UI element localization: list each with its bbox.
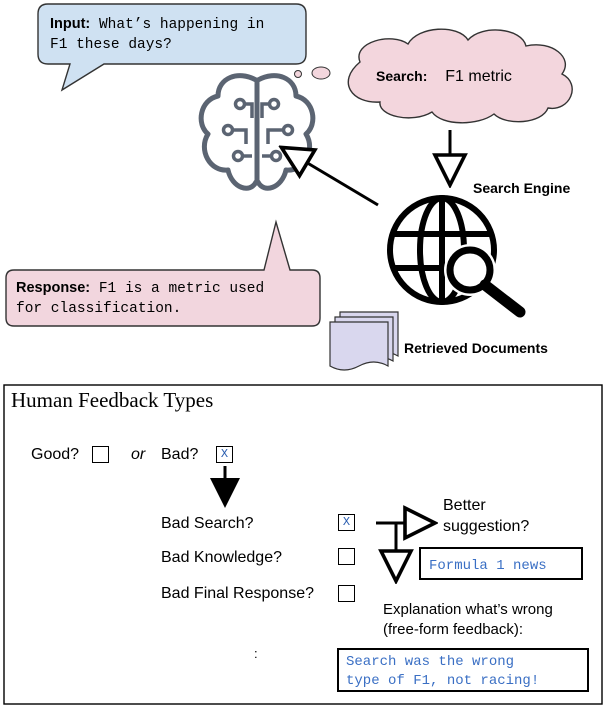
bad-knowledge-checkbox[interactable]: [338, 548, 355, 565]
explanation-label: Explanation what’s wrong (free-form feed…: [383, 601, 553, 638]
stray-mark: :: [254, 646, 258, 661]
response-bubble: [5, 219, 321, 327]
bad-knowledge-label: Bad Knowledge?: [161, 549, 282, 566]
good-label: Good?: [31, 446, 80, 463]
documents-icon: [329, 311, 399, 371]
bad-checkbox[interactable]: X: [216, 446, 233, 463]
bad-search-label: Bad Search?: [161, 515, 254, 532]
bad-search-checkbox[interactable]: X: [338, 514, 355, 531]
search-query: F1 metric: [445, 68, 512, 85]
feedback-panel-title: Human Feedback Types: [11, 388, 214, 412]
or-label: or: [131, 446, 146, 463]
response-label: Response:: [16, 280, 91, 296]
search-engine-label: Search Engine: [473, 180, 571, 196]
good-checkbox[interactable]: [92, 446, 109, 463]
bad-final-response-label: Bad Final Response?: [161, 585, 314, 602]
bad-label: Bad?: [161, 446, 199, 463]
magnifier-lens: [446, 246, 494, 294]
input-bubble-text: Input: What’s happening in F1 these days…: [50, 14, 264, 55]
input-label: Input:: [50, 16, 91, 32]
search-bubble-text: Search: F1 metric: [376, 68, 512, 86]
magnifier-handle: [479, 279, 526, 318]
retrieved-documents-label: Retrieved Documents: [404, 340, 548, 356]
search-label: Search:: [376, 68, 428, 84]
search-cloud: [347, 28, 573, 124]
input-text: What’s happening in F1 these days?: [50, 17, 265, 53]
response-text: F1 is a metric used for classification.: [16, 281, 265, 317]
globe-search-icon: [387, 195, 497, 305]
feedback-panel-frame: [3, 384, 603, 705]
explanation-field[interactable]: Search was the wrong type of F1, not rac…: [337, 648, 589, 692]
input-bubble: [37, 3, 307, 92]
suggestion-field[interactable]: Formula 1 news: [419, 547, 583, 580]
arrow-engine-to-brain: [284, 149, 379, 207]
thought-dot-large: [311, 66, 331, 80]
better-suggestion-label: Better suggestion?: [443, 497, 530, 535]
brain-icon: [198, 73, 316, 191]
bad-final-response-checkbox[interactable]: [338, 585, 355, 602]
thought-dot-small: [294, 70, 302, 78]
response-bubble-text: Response: F1 is a metric used for classi…: [16, 278, 264, 319]
